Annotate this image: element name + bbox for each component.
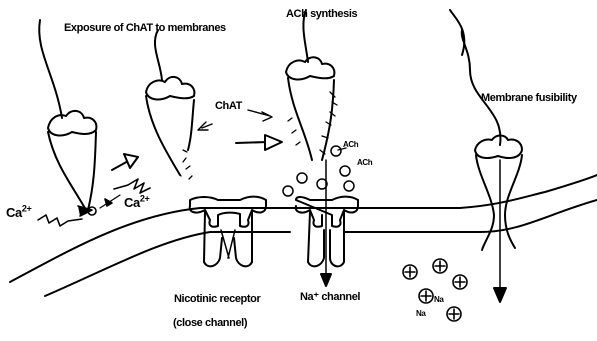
na-ion: [433, 259, 447, 273]
vesicle-left: [39, 20, 96, 210]
ach-molecules: [283, 146, 354, 196]
na-ion: [419, 289, 433, 303]
label-na-1: Na: [434, 296, 443, 304]
label-exposure: Exposure of ChAT to membranes: [64, 23, 226, 34]
na-ion: [403, 265, 417, 279]
fusing-terminal: [450, 10, 522, 302]
vesicle-exposure: [146, 30, 194, 179]
na-ion: [453, 275, 467, 289]
label-nicotinic-receptor: Nicotinic receptor: [174, 294, 260, 305]
label-na-channel: Na⁺ channel: [300, 292, 360, 303]
vesicle-synthesis: [286, 10, 337, 160]
label-membrane-fusibility: Membrane fusibility: [481, 93, 577, 104]
label-chat: ChAT: [215, 101, 242, 112]
na-ion: [447, 307, 461, 321]
label-ach-1: ACh: [343, 141, 358, 149]
na-channel: [296, 160, 358, 286]
process-arrows: [112, 135, 282, 170]
label-ach-synthesis: ACh synthesis: [286, 9, 357, 20]
label-close-channel: (close channel): [173, 318, 247, 329]
label-ca-right: Ca2+: [124, 196, 149, 209]
label-ca-left: Ca2+: [6, 206, 31, 219]
label-ach-2: ACh: [357, 159, 372, 167]
na-ions: [403, 259, 467, 321]
label-na-2: Na: [416, 310, 425, 318]
